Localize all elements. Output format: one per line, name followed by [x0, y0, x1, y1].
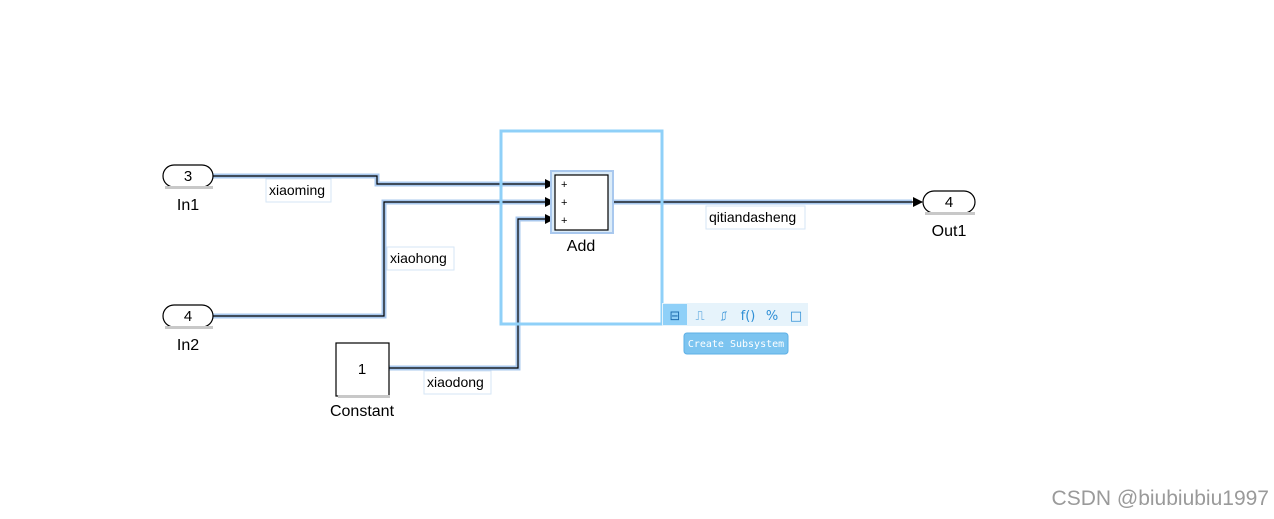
- add-label: Add: [567, 238, 595, 255]
- in2-block[interactable]: 4: [162, 304, 214, 329]
- in2-label: In2: [177, 337, 199, 354]
- selection-box[interactable]: [499, 129, 664, 326]
- box-icon[interactable]: □: [790, 309, 802, 324]
- in2-port-number: 4: [184, 308, 192, 325]
- signal-label-xiaohong[interactable]: xiaohong: [386, 246, 455, 271]
- signal-label-xiaodong[interactable]: xiaodong: [423, 370, 492, 395]
- signal-constant-to-add[interactable]: [389, 214, 555, 371]
- pulse-icon[interactable]: ⎍: [695, 309, 704, 324]
- constant-label: Constant: [330, 403, 395, 420]
- tooltip-text: Create Subsystem: [688, 339, 784, 350]
- percent-icon[interactable]: %: [766, 309, 778, 324]
- add-block[interactable]: + + +: [550, 170, 614, 234]
- in1-label: In1: [177, 197, 199, 214]
- in1-block[interactable]: 3: [162, 164, 214, 189]
- signal-label-qitiandasheng[interactable]: qitiandasheng: [705, 205, 806, 230]
- signal-label-xiaoming[interactable]: xiaoming: [265, 178, 332, 203]
- svg-text:qitiandasheng: qitiandasheng: [709, 209, 796, 225]
- out1-port-number: 4: [945, 194, 953, 211]
- add-sign-3: +: [561, 215, 567, 227]
- svg-text:xiaoming: xiaoming: [269, 182, 325, 198]
- out1-label: Out1: [932, 223, 967, 240]
- subsystem-icon[interactable]: ⊟: [670, 309, 681, 324]
- step-icon[interactable]: ⎎: [721, 309, 728, 324]
- add-sign-2: +: [561, 197, 567, 209]
- selection-action-bar: ⊟ ⎍ ⎎ f() % □: [662, 303, 808, 326]
- function-icon[interactable]: f(): [741, 309, 756, 324]
- watermark: CSDN @biubiubiu1997: [1052, 487, 1269, 510]
- out1-block[interactable]: 4: [922, 190, 976, 215]
- create-subsystem-tooltip: Create Subsystem: [683, 332, 789, 355]
- svg-text:xiaohong: xiaohong: [390, 250, 447, 266]
- svg-text:xiaodong: xiaodong: [427, 374, 484, 390]
- signal-in2-to-add[interactable]: [213, 197, 555, 319]
- signal-in1-to-add[interactable]: [213, 173, 555, 189]
- constant-value: 1: [358, 361, 366, 378]
- constant-block[interactable]: 1: [335, 342, 390, 398]
- in1-port-number: 3: [184, 168, 192, 185]
- add-sign-1: +: [561, 179, 567, 191]
